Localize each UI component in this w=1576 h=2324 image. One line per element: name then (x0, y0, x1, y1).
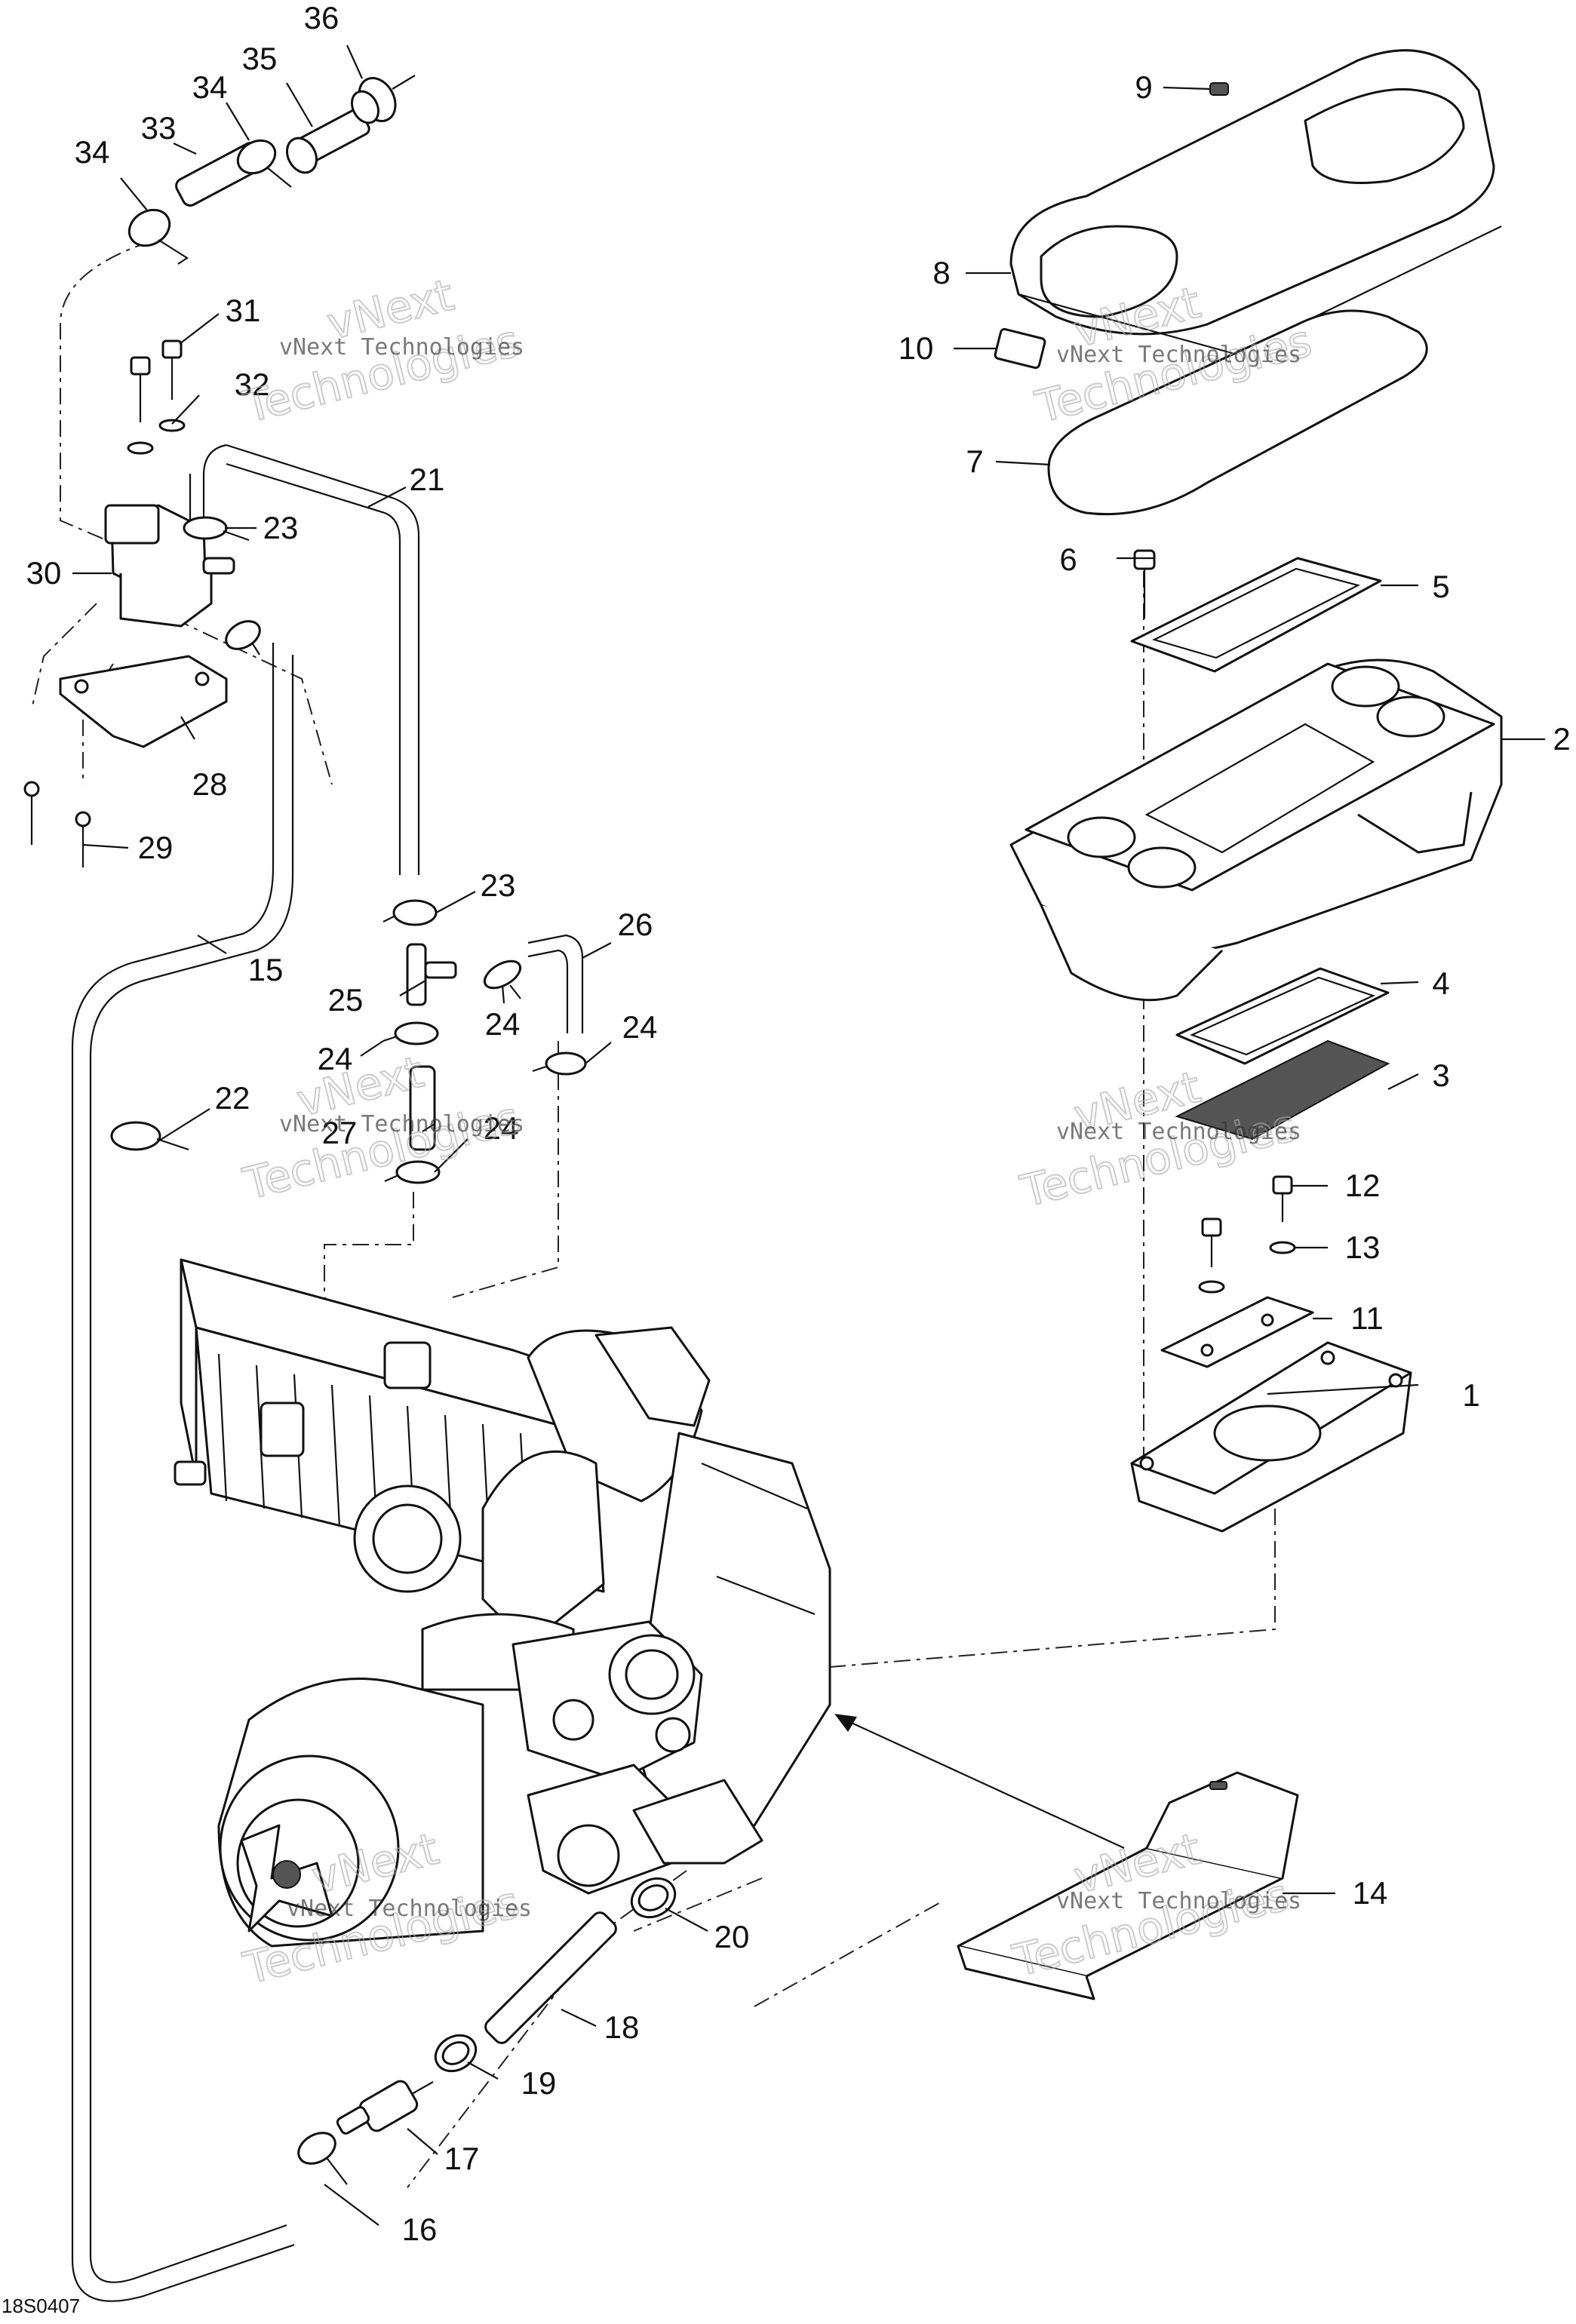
gasket-4 (1175, 967, 1390, 1065)
hose-18 (484, 1911, 617, 2044)
screw-31-right (158, 339, 186, 432)
svg-text:vNext Technologies: vNext Technologies (1056, 1888, 1301, 1914)
callout-14: 14 (1353, 1875, 1388, 1911)
screw-13-left (1198, 1217, 1225, 1294)
watermark-top-left: vNext Technologies vNext Technologies (238, 269, 525, 434)
callout-9: 9 (1135, 69, 1152, 105)
cover-8 (1009, 49, 1502, 356)
cover-plate-5 (1130, 557, 1382, 673)
callout-2: 2 (1553, 721, 1570, 757)
nut-9 (1209, 82, 1229, 96)
callout-30: 30 (26, 555, 62, 591)
callout-19: 19 (521, 2065, 557, 2101)
callout-13: 13 (1345, 1230, 1381, 1265)
svg-text:vNext Technologies: vNext Technologies (287, 1896, 532, 1922)
callout-11: 11 (1350, 1300, 1384, 1336)
engine-assembly (174, 1258, 831, 1948)
callout-24-a: 24 (485, 1006, 521, 1042)
assembly-arrow (834, 1714, 1125, 1849)
callout-10: 10 (899, 330, 934, 366)
tee-fitting-25 (406, 943, 457, 1006)
leader-lines (72, 45, 1545, 2226)
callouts: 1 2 3 4 5 6 7 8 9 10 11 12 13 14 15 16 1… (26, 0, 1571, 2247)
airbox-2 (1009, 659, 1503, 1002)
callout-24-c: 24 (622, 1009, 658, 1045)
callout-6: 6 (1059, 542, 1077, 577)
rivet-29-left (23, 781, 40, 845)
callout-24-d: 24 (484, 1110, 519, 1146)
base-1 (1130, 1341, 1412, 1533)
screw-31-left (127, 356, 154, 455)
callout-32: 32 (235, 367, 270, 402)
ring-19 (434, 2034, 478, 2073)
callout-29: 29 (138, 830, 174, 865)
callout-4: 4 (1432, 966, 1449, 1001)
watermark-middle-left: vNext Technologies vNext Technologies (238, 1045, 525, 1211)
svg-text:vNext Technologies: vNext Technologies (1056, 1119, 1301, 1145)
clip-10 (994, 327, 1046, 370)
clamp-34-left (127, 208, 189, 265)
clamp-24-c (532, 1051, 587, 1076)
clamp-22 (110, 1121, 189, 1151)
callout-21: 21 (410, 462, 445, 497)
callout-22: 22 (215, 1080, 250, 1116)
callout-35: 35 (242, 41, 278, 76)
callout-3: 3 (1432, 1058, 1449, 1093)
solenoid-30 (104, 504, 235, 628)
svg-text:vNext Technologies: vNext Technologies (1056, 342, 1301, 368)
callout-8: 8 (932, 255, 950, 290)
clamp-20 (630, 1877, 677, 1919)
hose-27 (409, 1065, 436, 1151)
screw-6 (1133, 549, 1156, 619)
hose-26 (527, 934, 584, 1033)
callout-18: 18 (604, 2009, 640, 2045)
clamp-24-d (384, 1160, 441, 1184)
bracket-11 (1160, 1296, 1314, 1368)
callout-25: 25 (328, 982, 364, 1018)
filter-17 (336, 2080, 434, 2135)
hose-15 (71, 643, 295, 2302)
callout-26: 26 (618, 907, 653, 942)
callout-27: 27 (322, 1115, 358, 1150)
clamp-24-a (382, 1021, 439, 1045)
callout-34-right: 34 (192, 69, 228, 105)
callout-7: 7 (966, 444, 983, 479)
callout-31: 31 (226, 293, 261, 328)
callout-17: 17 (444, 2141, 480, 2176)
clamp-16 (297, 2132, 348, 2185)
callout-15: 15 (248, 952, 284, 987)
callout-33: 33 (141, 110, 177, 146)
gasket-7 (1047, 309, 1428, 516)
grommet-36 (350, 75, 416, 124)
callout-34-left: 34 (75, 134, 110, 170)
clamp-24-b (483, 959, 522, 999)
fitting-35 (286, 108, 370, 174)
callout-23-upper: 23 (263, 510, 299, 545)
svg-text:vNext Technologies: vNext Technologies (279, 1111, 524, 1137)
screen-3 (1175, 1039, 1390, 1141)
diagram-code: 18S0407 (2, 2295, 80, 2317)
callout-36: 36 (304, 0, 339, 35)
callout-5: 5 (1432, 569, 1449, 604)
bracket-28 (59, 655, 228, 748)
callout-28: 28 (192, 766, 228, 802)
heat-shield-14 (957, 1771, 1299, 2000)
callout-20: 20 (714, 1919, 750, 1954)
callout-16: 16 (402, 2212, 438, 2247)
clamp-34-right (236, 139, 292, 188)
rivet-29-right (75, 811, 91, 867)
screw-12 (1269, 1175, 1296, 1254)
callout-12: 12 (1345, 1168, 1381, 1203)
hose-21 (189, 444, 420, 875)
clamp-23-solenoid-outlet (225, 620, 261, 655)
clamp-23-lower (382, 899, 438, 926)
svg-text:Technologies: Technologies (238, 1091, 524, 1209)
callout-24-b: 24 (318, 1041, 353, 1076)
callout-23-lower: 23 (481, 867, 516, 903)
callout-1: 1 (1462, 1377, 1479, 1413)
svg-text:vNext Technologies: vNext Technologies (279, 334, 524, 361)
